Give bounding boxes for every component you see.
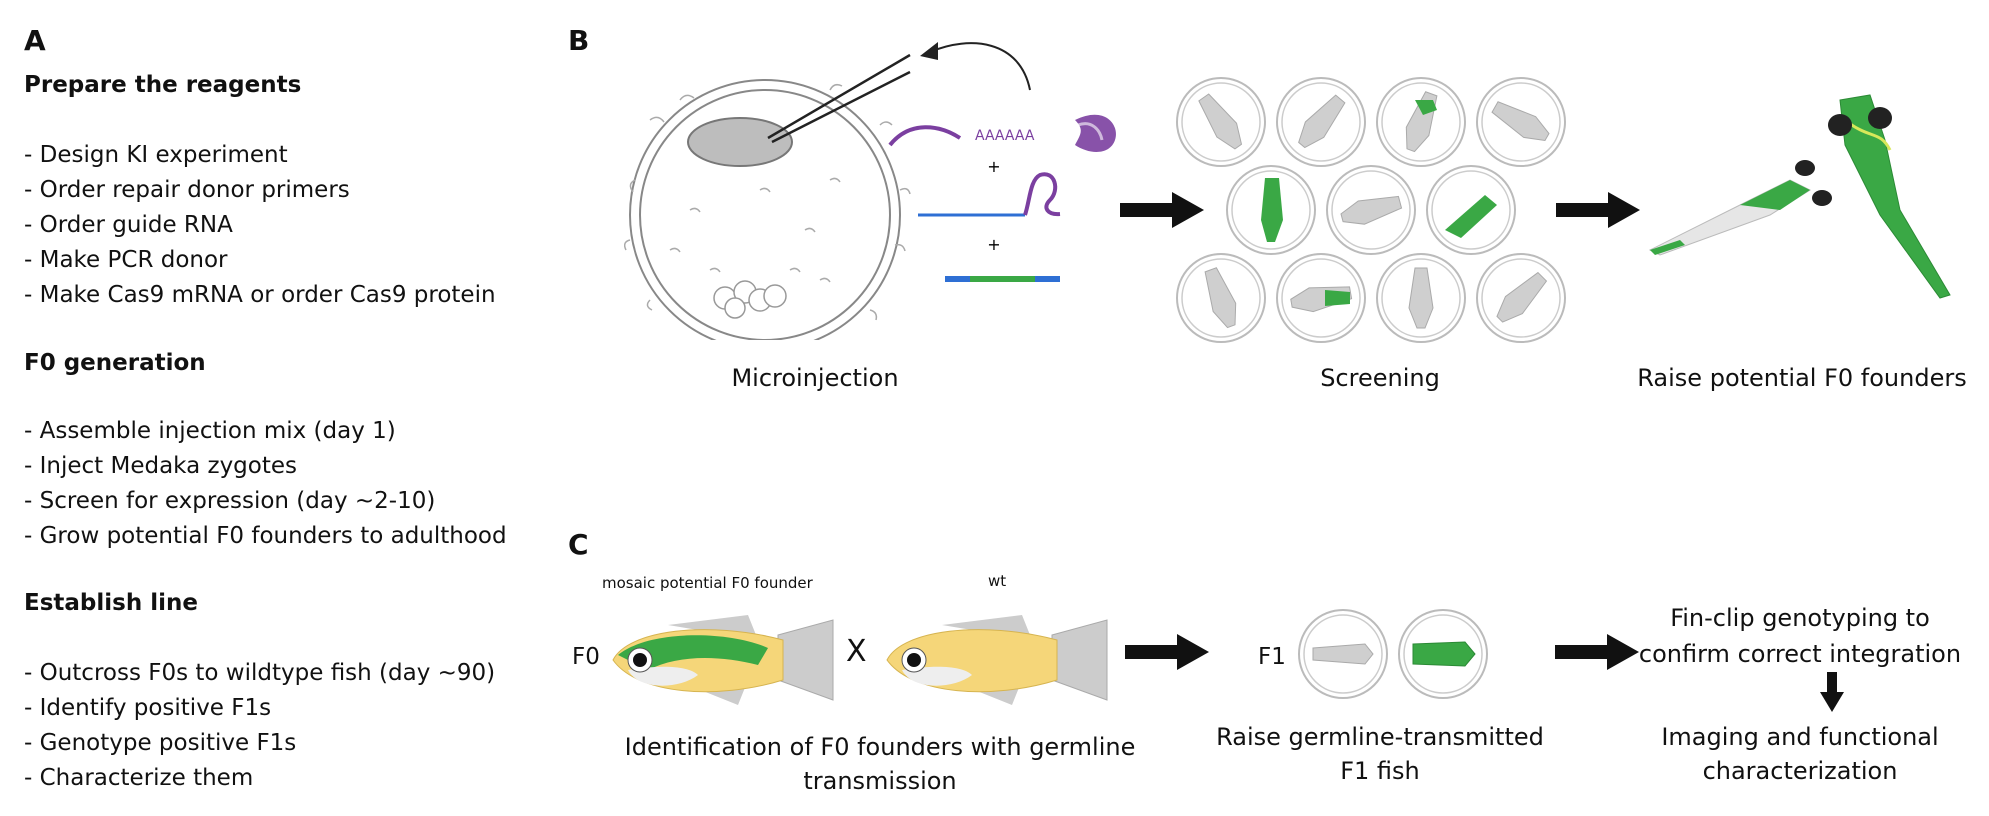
fish-icon: [886, 615, 1108, 705]
zygote-icon: [623, 79, 911, 340]
screening-embryo-grid: [1176, 77, 1566, 343]
arrow-right-icon: [1556, 192, 1640, 228]
arrow-down-icon: [1820, 672, 1844, 712]
caption-raise-founders: Raise potential F0 founders: [1637, 364, 1967, 392]
caption-raise-f1: Raise germline-transmitted F1 fish: [1200, 720, 1560, 788]
mrna-icon: [888, 125, 962, 147]
caption-line: Raise germline-transmitted: [1216, 723, 1544, 751]
raised-larvae-illustration: [1648, 94, 1951, 299]
list-item: - Order guide RNA: [24, 212, 233, 238]
section-title-f0-generation: F0 generation: [24, 350, 206, 376]
list-item: - Genotype positive F1s: [24, 730, 297, 756]
list-item: - Assemble injection mix (day 1): [24, 418, 396, 444]
zygote-injection-illustration: [623, 42, 1031, 340]
list-item: - Make Cas9 mRNA or order Cas9 protein: [24, 282, 496, 308]
embryo-icon: [1176, 77, 1266, 167]
pcr-donor-icon: [945, 276, 1060, 282]
list-item: - Grow potential F0 founders to adulthoo…: [24, 523, 507, 549]
caption-line: confirm correct integration: [1638, 640, 1962, 668]
panel-a-letter: A: [24, 24, 46, 57]
list-item: - Design KI experiment: [24, 142, 288, 168]
embryo-icon: [1426, 165, 1516, 255]
embryo-icon: [1276, 77, 1366, 167]
caption-line: transmission: [803, 767, 957, 795]
wt-label: wt: [988, 572, 1007, 590]
embryo-icon: [1176, 253, 1266, 343]
mosaic-fish-illustration: [612, 615, 834, 705]
arrow-right-icon: [1555, 634, 1639, 670]
arrow-right-icon: [1120, 192, 1204, 228]
caption-screening: Screening: [1320, 364, 1440, 392]
caption-imaging: Imaging and functional characterization: [1630, 720, 1970, 788]
establish-line-list: - Outcross F0s to wildtype fish (day ~90…: [24, 656, 495, 796]
caption-line: characterization: [1702, 757, 1898, 785]
panel-c-letter: C: [568, 528, 589, 561]
caption-identification: Identification of F0 founders with germl…: [600, 730, 1160, 798]
embryo-icon: [1298, 609, 1388, 699]
injection-needle-icon: [767, 53, 911, 144]
embryo-icon: [1226, 165, 1316, 255]
section-title-establish-line: Establish line: [24, 590, 198, 616]
list-item: - Identify positive F1s: [24, 695, 272, 721]
embryo-icon: [1376, 253, 1466, 343]
list-item: - Inject Medaka zygotes: [24, 453, 298, 479]
fish-icon: [612, 615, 834, 705]
cross-symbol: X: [846, 634, 867, 669]
embryo-icon: [1398, 609, 1488, 699]
mosaic-founder-label: mosaic potential F0 founder: [602, 574, 813, 592]
arrow-right-icon: [1125, 634, 1209, 670]
guide-rna-icon: [918, 172, 1061, 217]
f1-label: F1: [1258, 644, 1286, 670]
caption-line: Fin-clip genotyping to: [1670, 604, 1930, 632]
caption-microinjection: Microinjection: [731, 364, 899, 392]
f1-embryos-illustration: [1298, 609, 1488, 699]
f0-generation-list: - Assemble injection mix (day 1) - Injec…: [24, 414, 507, 554]
list-item: - Screen for expression (day ~2-10): [24, 488, 436, 514]
reagents-list: - Design KI experiment - Order repair do…: [24, 138, 496, 313]
embryo-icon: [1276, 253, 1366, 343]
injection-mix-illustration: AAAAAA + +: [888, 114, 1116, 282]
embryo-icon: [1376, 77, 1466, 167]
list-item: - Order repair donor primers: [24, 177, 350, 203]
caption-line: F1 fish: [1340, 757, 1420, 785]
plus-sign: +: [987, 235, 1000, 254]
larva-icon: [1648, 160, 1832, 256]
larva-icon: [1828, 94, 1951, 299]
list-item: - Outcross F0s to wildtype fish (day ~90…: [24, 660, 496, 686]
section-title-reagents: Prepare the reagents: [24, 72, 302, 98]
curved-arrow-icon: [920, 42, 1031, 91]
plus-sign: +: [987, 157, 1000, 176]
caption-finclip: Fin-clip genotyping to confirm correct i…: [1630, 600, 1970, 672]
wildtype-fish-illustration: [886, 615, 1108, 705]
list-item: - Make PCR donor: [24, 247, 228, 273]
caption-line: Identification of F0 founders with germl…: [624, 733, 1136, 761]
f0-label: F0: [572, 644, 600, 670]
caption-line: Imaging and functional: [1661, 723, 1939, 751]
polya-tail: AAAAAA: [975, 128, 1035, 144]
embryo-icon: [1326, 165, 1416, 255]
cas9-protein-icon: [1075, 114, 1116, 152]
panel-b-letter: B: [568, 24, 590, 57]
embryo-icon: [1476, 253, 1566, 343]
list-item: - Characterize them: [24, 765, 254, 791]
embryo-icon: [1476, 77, 1566, 167]
